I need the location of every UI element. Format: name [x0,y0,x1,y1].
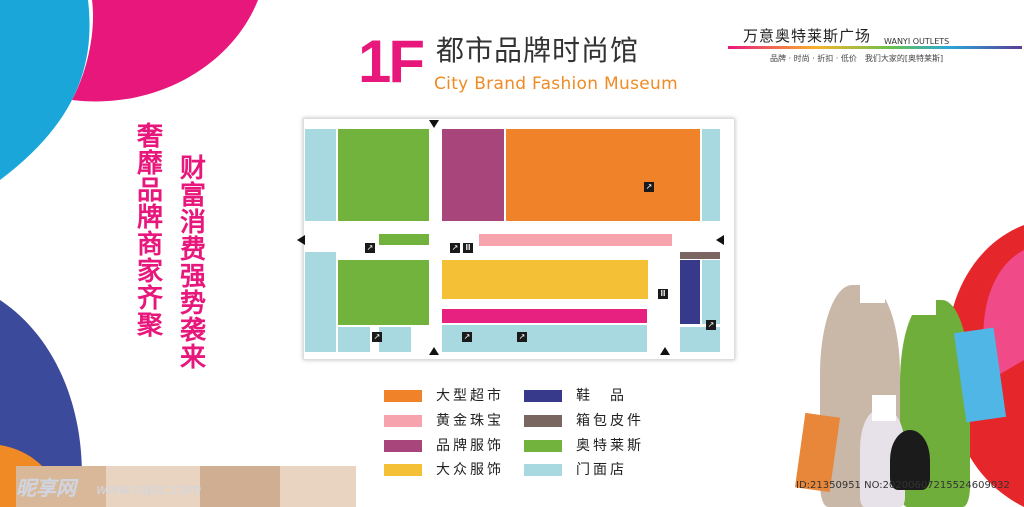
zone-storefront [338,327,370,352]
page-subtitle: City Brand Fashion Museum [434,74,678,94]
floor-number: 1F [358,28,425,95]
entrance-arrow-icon [429,347,439,355]
watermark-site: 昵享网 [16,476,76,500]
legend-swatch-mass-clothing [384,464,422,476]
legend-swatch-brand-clothing [384,440,422,452]
escalator-icon: ↗ [450,243,460,253]
zone-storefront [702,260,720,324]
face-blur [910,287,936,315]
brand-name: 万意奥特莱斯广场 [743,27,872,45]
entrance-arrow-icon [429,120,439,128]
legend-label: 品牌服饰 [436,438,504,454]
zone-storefront [305,252,336,352]
face-blur [860,275,885,303]
zone-brand-clothing [442,129,504,221]
legend-label: 奥特莱斯 [576,438,644,454]
legend-label: 大型超市 [436,388,504,404]
entrance-arrow-icon [716,235,724,245]
legend-label: 大众服饰 [436,462,504,478]
entrance-arrow-icon [660,347,670,355]
escalator-icon: ↗ [372,332,382,342]
legend-swatch-luggage [524,415,562,427]
watermark-url: www.nipic.com [96,482,202,498]
escalator-icon: ↗ [644,182,654,192]
legend-swatch-jewelry [384,415,422,427]
brand-divider [728,46,1022,49]
escalator-icon: ↗ [462,332,472,342]
zone-storefront [442,325,647,352]
legend-swatch-supermarket [384,390,422,402]
restroom-icon: Ⅲ [463,243,473,253]
restroom-icon: Ⅲ [658,289,668,299]
zone-outlet [379,234,429,245]
zone-luggage [680,252,720,259]
cyan-swoosh [0,0,90,180]
escalator-icon: ↗ [517,332,527,342]
legend-swatch-shoes [524,390,562,402]
escalator-icon: ↗ [706,320,716,330]
toy-mickey [890,430,930,490]
zone-storefront [379,327,411,352]
legend-label: 鞋 品 [576,388,627,404]
magenta-swoosh [72,0,258,102]
zone-storefront [305,129,336,221]
legend-label: 门面店 [576,462,627,478]
floor-map: ↗ ↗ ↗ Ⅲ Ⅲ ↗ ↗ ↗ ↗ [303,118,735,360]
watermark-id: ID:21350951 NO:20200607215524609032 [796,480,1010,491]
page-title: 都市品牌时尚馆 [436,34,640,67]
zone-jewelry [479,234,672,246]
legend-swatch-outlet [524,440,562,452]
zone-storefront [702,129,720,221]
escalator-icon: ↗ [365,243,375,253]
zone-storefront [680,327,720,352]
legend-label: 箱包皮件 [576,413,644,429]
face-blur [872,395,896,421]
zone-mass-clothing [442,260,648,299]
zone-brand-strip [442,309,647,323]
legend-label: 黄金珠宝 [436,413,504,429]
zone-outlet [338,260,429,325]
slogan-luxury: 奢靡品牌商家齐聚 [136,122,163,341]
zone-shoes [680,260,700,324]
brand-slogan: 品牌 · 时尚 · 折扣 · 低价 我们大家的[奥特莱斯] [770,54,944,63]
zone-supermarket [506,129,700,221]
brand-name-en: WANYI OUTLETS [884,37,950,46]
zone-outlet [338,129,429,221]
legend-swatch-storefront [524,464,562,476]
entrance-arrow-icon [297,235,305,245]
slogan-wealth: 财富消费强势袭来 [179,154,206,373]
